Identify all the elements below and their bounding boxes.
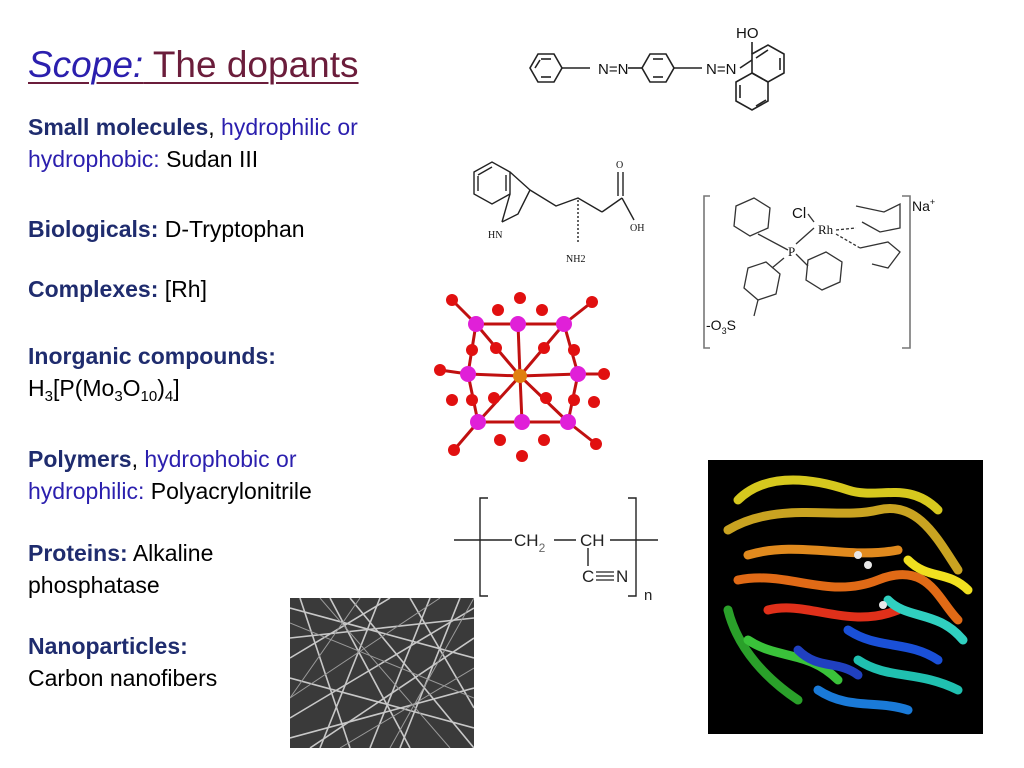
item-heading: Small molecules bbox=[28, 114, 209, 140]
item-note: hydrophobic or bbox=[144, 446, 297, 472]
item-nanoparticles: Nanoparticles: Carbon nanofibers bbox=[28, 630, 217, 694]
sulfonate-label: -O3S bbox=[706, 317, 736, 336]
phenyl-ring bbox=[733, 197, 771, 237]
item-heading: Polymers bbox=[28, 446, 132, 472]
nitrile-nitrogen-label: N bbox=[616, 567, 628, 586]
tryptophan-structure: O OH HN NH2 bbox=[473, 160, 644, 265]
formula-sub: 4 bbox=[164, 388, 174, 405]
formula-part: H bbox=[28, 375, 45, 401]
formula: H3[P(Mo3O10)4] bbox=[28, 375, 180, 405]
amine-ring-label: HN bbox=[488, 230, 502, 241]
item-heading: Complexes bbox=[28, 276, 151, 302]
methylene-label: CH2 bbox=[514, 531, 546, 555]
formula-part: O bbox=[122, 375, 141, 401]
item-note: hydrophilic: bbox=[28, 478, 145, 504]
item-biologicals: Biologicals: D-Tryptophan bbox=[28, 213, 305, 245]
item-sep: , bbox=[208, 114, 222, 140]
formula-part: ) bbox=[157, 375, 165, 401]
phosphorus-label: P bbox=[788, 244, 795, 259]
triple-bond bbox=[596, 571, 614, 581]
benzene-ring bbox=[473, 161, 511, 205]
azo-label: N=N bbox=[706, 61, 736, 78]
item-small-molecules: Small molecules, hydrophilic or hydropho… bbox=[28, 111, 358, 175]
item-value: Alkaline bbox=[127, 540, 214, 566]
item-complexes: Complexes: [Rh] bbox=[28, 273, 207, 305]
naphthalene-ring-b bbox=[735, 72, 769, 111]
amine-label: NH2 bbox=[566, 254, 585, 265]
formula-part: ] bbox=[173, 375, 180, 401]
formula-part: [P(Mo bbox=[52, 375, 115, 401]
phenyl-ring bbox=[743, 261, 781, 301]
hydroxyl-label: HO bbox=[736, 25, 759, 42]
formula-sub: 3 bbox=[44, 388, 53, 405]
formula-sub: 3 bbox=[114, 388, 123, 405]
item-heading: Proteins bbox=[28, 540, 121, 566]
item-value: Carbon nanofibers bbox=[28, 665, 218, 691]
item-note: hydrophilic or bbox=[221, 114, 358, 140]
phenyl-ring bbox=[805, 251, 843, 291]
item-heading: Biologicals bbox=[28, 216, 151, 242]
polyoxometalate-structure bbox=[434, 292, 610, 462]
rhodium-label: Rh bbox=[818, 222, 834, 237]
polyacrylonitrile-structure: CH2 CH C N n bbox=[454, 497, 658, 604]
title-main: The dopants bbox=[143, 44, 359, 85]
item-heading: Inorganic compounds bbox=[28, 343, 269, 369]
item-colon: : bbox=[150, 276, 159, 302]
item-colon: : bbox=[180, 633, 188, 659]
item-colon: : bbox=[268, 343, 276, 369]
hydroxyl-label: OH bbox=[630, 223, 644, 234]
benzene-ring bbox=[529, 53, 563, 83]
item-value: Sudan III bbox=[159, 146, 259, 172]
oxygen-label: O bbox=[616, 160, 623, 171]
methine-label: CH bbox=[580, 531, 605, 550]
item-heading: Nanoparticles bbox=[28, 633, 181, 659]
item-value: phosphatase bbox=[28, 572, 160, 598]
item-colon: : bbox=[150, 216, 159, 242]
item-sep: , bbox=[131, 446, 145, 472]
carbon-nanofibers-image bbox=[290, 598, 474, 748]
sodium-label: Na+ bbox=[912, 197, 935, 214]
item-value: [Rh] bbox=[158, 276, 207, 302]
phosphorus-atom bbox=[513, 369, 527, 383]
page-title: Scope: The dopants bbox=[28, 42, 359, 88]
chloride-label: Cl bbox=[792, 205, 806, 222]
protein-ribbon-image bbox=[708, 460, 983, 734]
item-polymers: Polymers, hydrophobic or hydrophilic: Po… bbox=[28, 443, 312, 507]
item-note: hydrophobic: bbox=[28, 146, 160, 172]
item-inorganic: Inorganic compounds: H3[P(Mo3O10)4] bbox=[28, 340, 276, 408]
sudan-iii-structure: N=N N=N HO bbox=[529, 25, 785, 111]
repeat-unit-label: n bbox=[644, 587, 652, 604]
formula-sub: 10 bbox=[140, 388, 158, 405]
nitrile-carbon-label: C bbox=[582, 567, 594, 586]
rh-complex-structure: Cl Rh P Na+ -O3S bbox=[703, 195, 935, 349]
item-proteins: Proteins: Alkaline phosphatase bbox=[28, 537, 213, 601]
item-value: Polyacrylonitrile bbox=[144, 478, 312, 504]
item-value: D-Tryptophan bbox=[158, 216, 305, 242]
title-scope: Scope: bbox=[28, 44, 144, 85]
azo-label: N=N bbox=[598, 61, 628, 78]
item-colon: : bbox=[120, 540, 128, 566]
